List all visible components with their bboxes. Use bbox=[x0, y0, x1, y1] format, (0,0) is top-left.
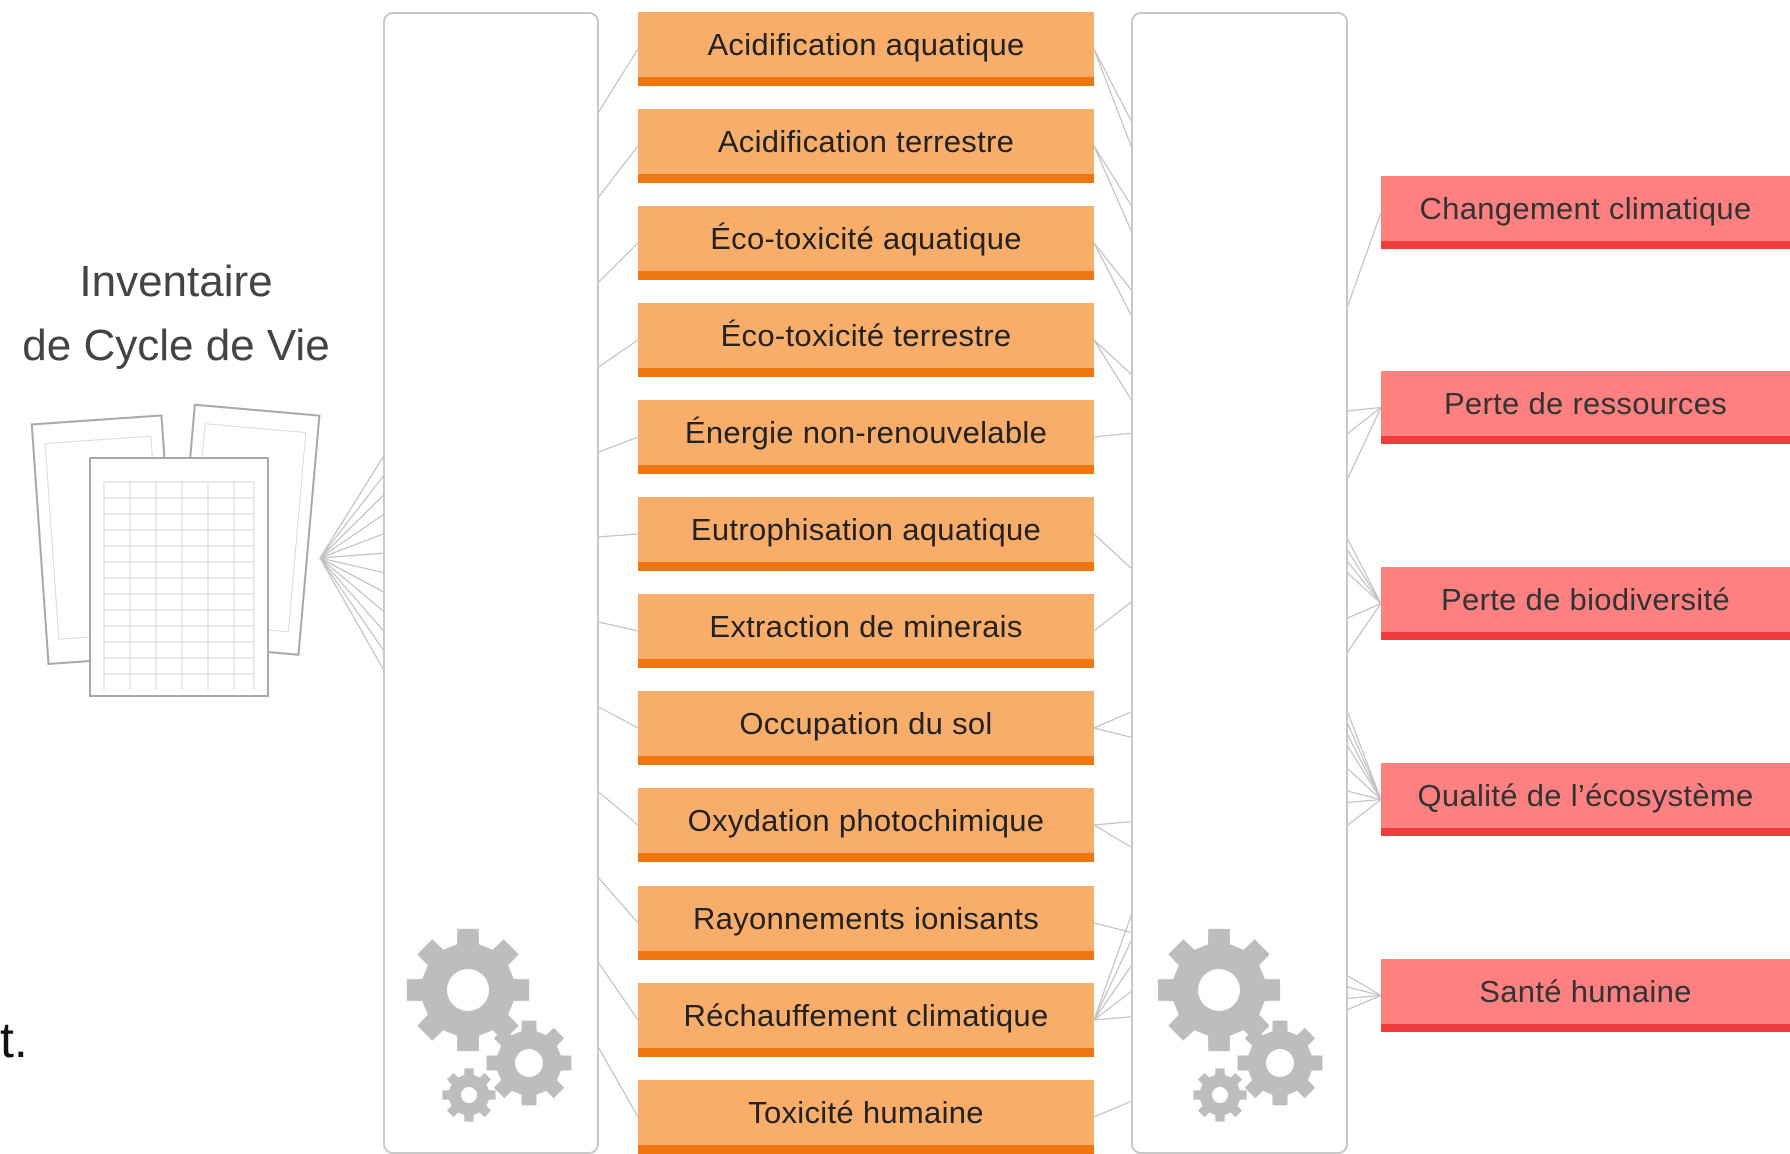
endpoint-category-label: Changement climatique bbox=[1419, 190, 1752, 226]
midpoint-category-box: Acidification aquatique bbox=[638, 12, 1094, 86]
midpoint-category-label: Éco-toxicité aquatique bbox=[710, 220, 1022, 256]
midpoint-category-label: Éco-toxicité terrestre bbox=[720, 317, 1012, 353]
midpoint-category-box: Toxicité humaine bbox=[638, 1080, 1094, 1154]
endpoint-category-label: Qualité de l’écosystème bbox=[1417, 777, 1754, 813]
midpoint-category-label: Réchauffement climatique bbox=[683, 997, 1049, 1033]
midpoint-category-box: Oxydation photochimique bbox=[638, 788, 1094, 862]
midpoint-category-box: Énergie non-renouvelable bbox=[638, 400, 1094, 474]
inventory-title: Inventaire de Cycle de Vie bbox=[0, 250, 352, 378]
midpoint-category-label: Acidification aquatique bbox=[707, 26, 1025, 62]
midpoint-category-box: Éco-toxicité terrestre bbox=[638, 303, 1094, 377]
midpoint-category-box: Acidification terrestre bbox=[638, 109, 1094, 183]
gear-icon bbox=[406, 928, 530, 1052]
gear-icon bbox=[1237, 1020, 1323, 1106]
midpoint-category-label: Occupation du sol bbox=[739, 705, 993, 741]
midpoint-category-box: Occupation du sol bbox=[638, 691, 1094, 765]
midpoint-category-box: Rayonnements ionisants bbox=[638, 886, 1094, 960]
endpoint-category-box: Santé humaine bbox=[1381, 959, 1790, 1032]
midpoint-category-label: Eutrophisation aquatique bbox=[690, 511, 1042, 547]
midpoint-category-label: Oxydation photochimique bbox=[687, 802, 1045, 838]
midpoint-category-label: Énergie non-renouvelable bbox=[684, 414, 1048, 450]
endpoint-category-box: Perte de ressources bbox=[1381, 371, 1790, 444]
inventory-title-line1: Inventaire bbox=[79, 257, 273, 306]
endpoint-category-label: Perte de ressources bbox=[1443, 385, 1728, 421]
stray-text: t. bbox=[0, 1012, 28, 1068]
gear-icon bbox=[486, 1020, 572, 1106]
midpoint-category-label: Extraction de minerais bbox=[709, 608, 1023, 644]
midpoint-category-box: Réchauffement climatique bbox=[638, 983, 1094, 1057]
endpoint-category-box: Qualité de l’écosystème bbox=[1381, 763, 1790, 836]
endpoint-category-box: Changement climatique bbox=[1381, 176, 1790, 249]
documents-icon bbox=[30, 403, 321, 697]
endpoint-category-label: Perte de biodiversité bbox=[1441, 581, 1730, 617]
midpoint-category-label: Acidification terrestre bbox=[717, 123, 1015, 159]
gear-icon bbox=[1157, 928, 1281, 1052]
gear-icon bbox=[442, 1068, 496, 1122]
midpoint-category-box: Extraction de minerais bbox=[638, 594, 1094, 668]
endpoint-category-box: Perte de biodiversité bbox=[1381, 567, 1790, 640]
midpoint-category-label: Toxicité humaine bbox=[748, 1094, 984, 1130]
midpoint-category-box: Éco-toxicité aquatique bbox=[638, 206, 1094, 280]
endpoint-category-label: Santé humaine bbox=[1479, 973, 1692, 1009]
midpoint-category-box: Eutrophisation aquatique bbox=[638, 497, 1094, 571]
inventory-title-line2: de Cycle de Vie bbox=[22, 321, 330, 370]
midpoint-category-label: Rayonnements ionisants bbox=[692, 900, 1040, 936]
gear-icon bbox=[1193, 1068, 1247, 1122]
